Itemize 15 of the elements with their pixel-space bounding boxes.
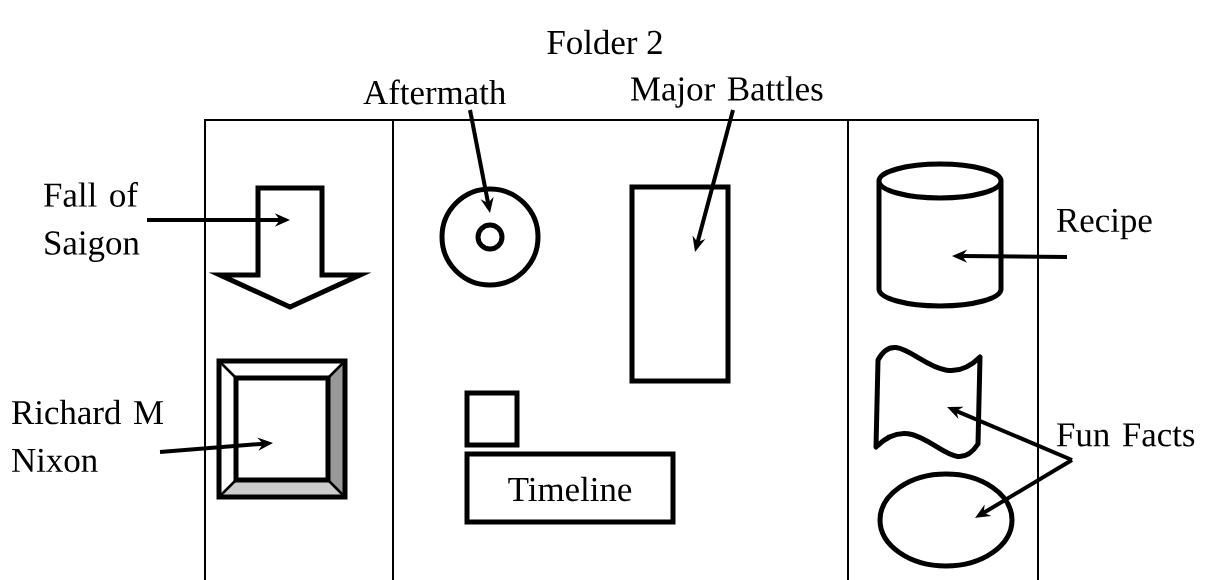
down-arrow-shape: [208, 185, 372, 310]
wave-shape: [873, 345, 983, 459]
ring-shape: [439, 186, 541, 288]
callout-label: Fun Facts: [1057, 423, 1195, 447]
callout-label: Recipe: [1057, 208, 1152, 240]
timeline-box: Timeline: [464, 390, 676, 525]
callout-label: Richard M Nixon: [12, 399, 163, 473]
callout-label: Aftermath: [363, 79, 506, 105]
cylinder-shape: [876, 161, 1004, 309]
title: Folder 2: [547, 29, 662, 55]
ellipse-shape: [877, 471, 1015, 569]
callout-label: Fall of Saigon: [44, 182, 140, 262]
rectangle-shape: [629, 184, 731, 384]
beveled-square: [216, 358, 348, 500]
callout-label: Major Battles: [631, 76, 823, 108]
